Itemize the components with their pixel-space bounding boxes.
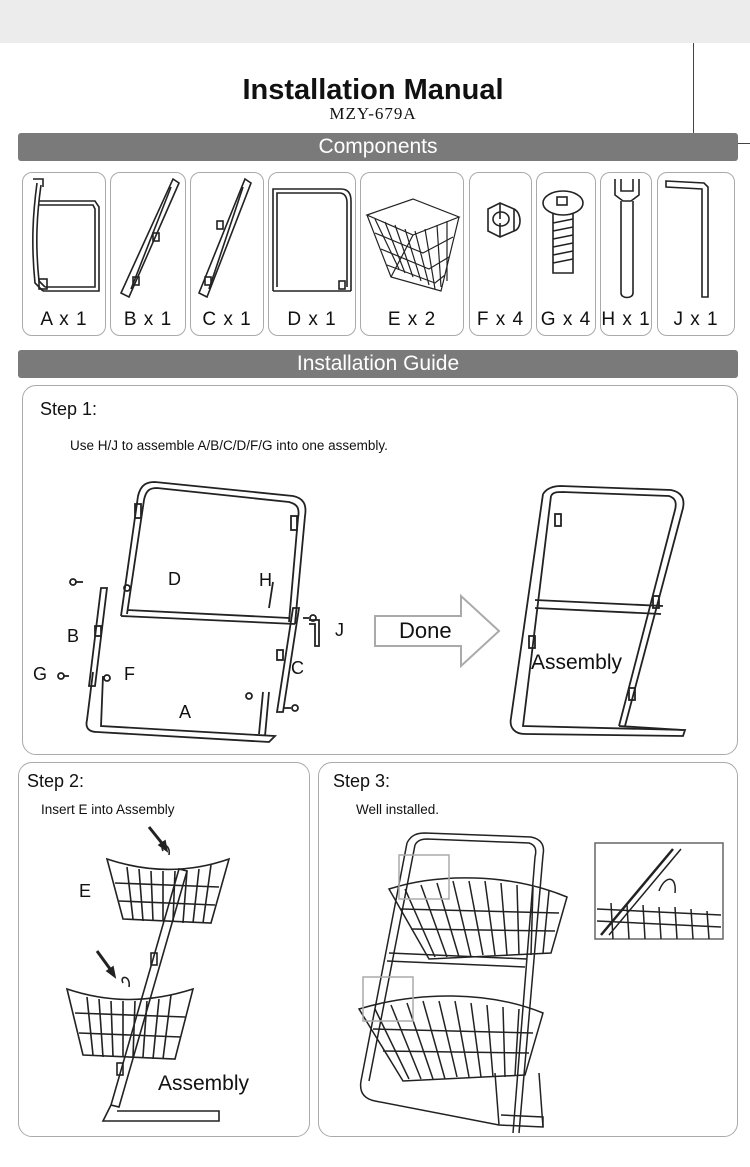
label-d: D [168, 569, 181, 589]
component-b-label: B x 1 [123, 309, 173, 330]
installation-guide-header: Installation Guide [18, 350, 738, 378]
component-j-card: J x 1 [657, 172, 735, 336]
wire-basket-icon [365, 198, 461, 292]
component-e-label: E x 2 [387, 309, 437, 330]
model-number: MZY-679A [329, 104, 417, 123]
left-tube-icon [119, 177, 181, 299]
step2-instruction: Insert E into Assembly [41, 802, 175, 817]
bolt-icon [542, 190, 584, 274]
label-f: F [124, 664, 135, 684]
component-f-label: F x 4 [476, 309, 525, 330]
step1-diagram [57, 481, 687, 743]
component-g-label: G x 4 [540, 309, 592, 330]
step3-panel: Step 3: Well installed. [318, 762, 738, 1137]
step3-diagram [357, 832, 724, 1134]
component-c-label: C x 1 [202, 309, 252, 330]
step1-instruction: Use H/J to assemble A/B/C/D/F/G into one… [70, 438, 388, 453]
component-e-card: E x 2 [360, 172, 464, 336]
component-d-card: D x 1 [268, 172, 356, 336]
step2-assembly-label: Assembly [158, 1072, 250, 1095]
assembly-label: Assembly [531, 651, 623, 674]
component-h-card: H x 1 [600, 172, 652, 336]
step1-panel: Step 1: Use H/J to assemble A/B/C/D/F/G … [22, 385, 738, 755]
top-frame-icon [272, 188, 352, 292]
wrench-icon [614, 179, 640, 299]
component-a-label: A x 1 [40, 309, 88, 330]
step2-title: Step 2: [27, 771, 85, 791]
label-j: J [335, 620, 344, 640]
component-c-card: C x 1 [190, 172, 264, 336]
step2-diagram [65, 826, 231, 1122]
done-label: Done [399, 618, 452, 643]
right-tube-icon [197, 177, 252, 299]
component-g-card: G x 4 [536, 172, 596, 336]
component-f-card: F x 4 [469, 172, 532, 336]
step3-title: Step 3: [333, 771, 391, 791]
component-h-label: H x 1 [601, 309, 651, 330]
label-c: C [291, 658, 304, 678]
component-d-label: D x 1 [287, 309, 337, 330]
step1-title: Step 1: [40, 399, 98, 419]
component-b-card: B x 1 [110, 172, 186, 336]
label-e: E [79, 881, 92, 901]
nut-icon [487, 202, 521, 238]
step2-panel: Step 2: Insert E into Assembly E Assembl… [18, 762, 310, 1137]
corner-mark-vertical [693, 43, 694, 143]
step3-instruction: Well installed. [356, 802, 440, 817]
component-j-label: J x 1 [673, 309, 719, 330]
base-frame-icon [32, 178, 100, 292]
hex-key-icon [665, 180, 709, 298]
label-a: A [179, 702, 192, 722]
top-band [0, 0, 750, 43]
page-title: Installation Manual [242, 74, 504, 106]
label-g: G [33, 664, 48, 684]
label-h: H [259, 570, 272, 590]
label-b: B [67, 626, 80, 646]
components-header: Components [18, 133, 738, 161]
component-a-card: A x 1 [22, 172, 106, 336]
